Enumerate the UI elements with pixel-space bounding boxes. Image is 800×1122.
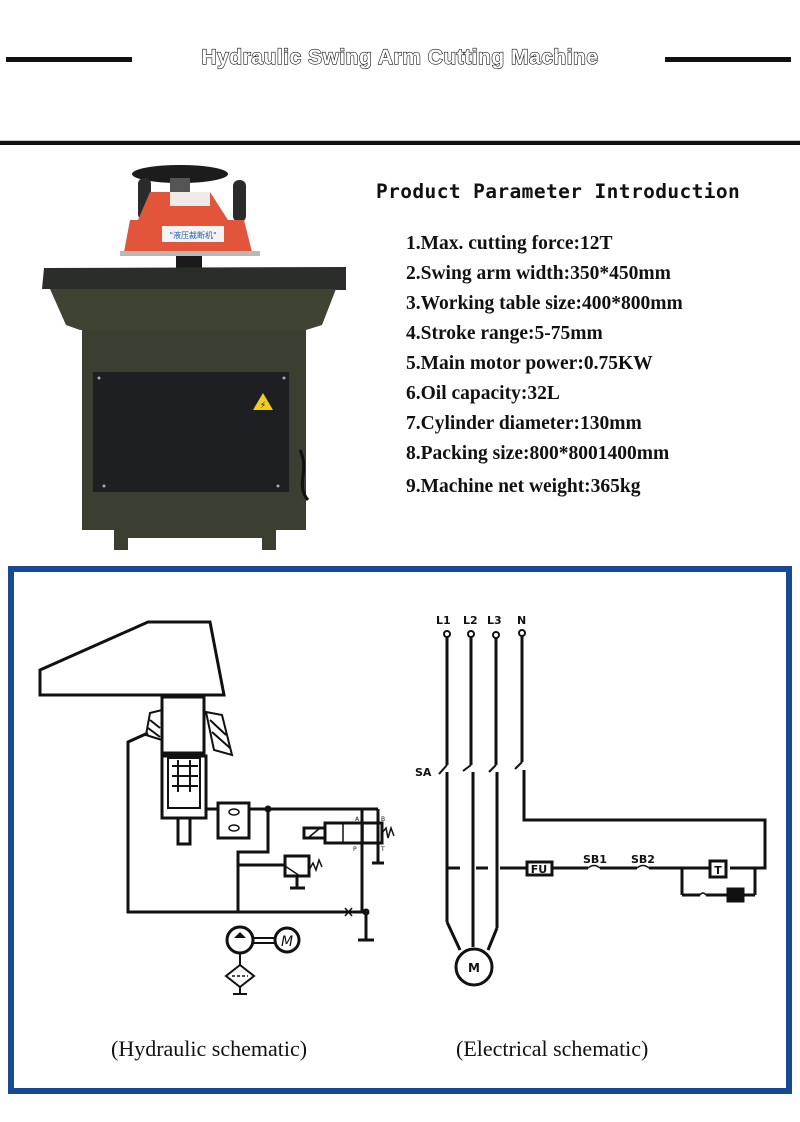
svg-text:SA: SA	[415, 766, 432, 779]
svg-text:L3: L3	[487, 614, 502, 627]
svg-text:⚡: ⚡	[260, 401, 266, 411]
motor-icon	[454, 947, 494, 987]
electrical-panel	[93, 372, 289, 492]
parameter-item: 9.Machine net weight:365kg	[406, 476, 641, 497]
page-title: Hydraulic Swing Arm Cutting Machine	[0, 45, 800, 70]
svg-text:SB1: SB1	[583, 853, 607, 866]
right-handle	[233, 180, 246, 222]
parameter-item: 3.Working table size:400*800mm	[406, 293, 683, 314]
parameter-item: 5.Main motor power:0.75KW	[406, 353, 653, 374]
svg-text:FU: FU	[531, 863, 547, 876]
parameter-list: 1.Max. cutting force:12T 2.Swing arm wid…	[406, 232, 683, 505]
coil-icon	[726, 887, 745, 903]
working-table	[42, 267, 346, 290]
parameter-item: 8.Packing size:800*8001400mm	[406, 443, 670, 464]
title-rule-right	[665, 57, 791, 62]
swing-arm-shape	[38, 620, 226, 697]
hydraulic-motor-icon	[273, 926, 301, 954]
handwheel-icon	[132, 165, 228, 183]
hydraulic-caption: (Hydraulic schematic)	[111, 1036, 308, 1061]
svg-text:L1: L1	[436, 614, 451, 627]
svg-text:B: B	[381, 816, 385, 823]
svg-text:T: T	[714, 864, 722, 877]
svg-text:M: M	[281, 934, 293, 950]
header-divider	[0, 140, 800, 145]
timer-icon	[708, 859, 728, 879]
parameter-item: 4.Stroke range:5-75mm	[406, 323, 603, 344]
svg-text:T: T	[380, 846, 385, 853]
electrical-caption: (Electrical schematic)	[456, 1036, 649, 1061]
product-photo: "液压裁断机" ⚡	[30, 150, 370, 560]
parameter-item: 7.Cylinder diameter:130mm	[406, 413, 642, 434]
svg-text:"液压裁断机": "液压裁断机"	[169, 230, 216, 240]
svg-text:A: A	[355, 816, 360, 823]
schematics-frame	[8, 566, 792, 1094]
parameter-item: 1.Max. cutting force:12T	[406, 233, 613, 254]
parameter-item: 6.Oil capacity:32L	[406, 383, 560, 404]
electrical-hazard-icon	[253, 393, 273, 410]
svg-text:M: M	[468, 961, 480, 975]
parameter-item: 2.Swing arm width:350*450mm	[406, 263, 671, 284]
svg-text:SB2: SB2	[631, 853, 655, 866]
hydraulic-schematic: A B P T M	[0, 560, 400, 1000]
electrical-schematic: L1 L2 L3 N SA SB1 SB2 FU T	[400, 600, 800, 1000]
title-rule-left	[6, 57, 132, 62]
svg-text:P: P	[353, 846, 357, 853]
parameters-title: Product Parameter Introduction	[376, 180, 741, 203]
svg-text:L2: L2	[463, 614, 478, 627]
svg-text:N: N	[517, 614, 526, 627]
